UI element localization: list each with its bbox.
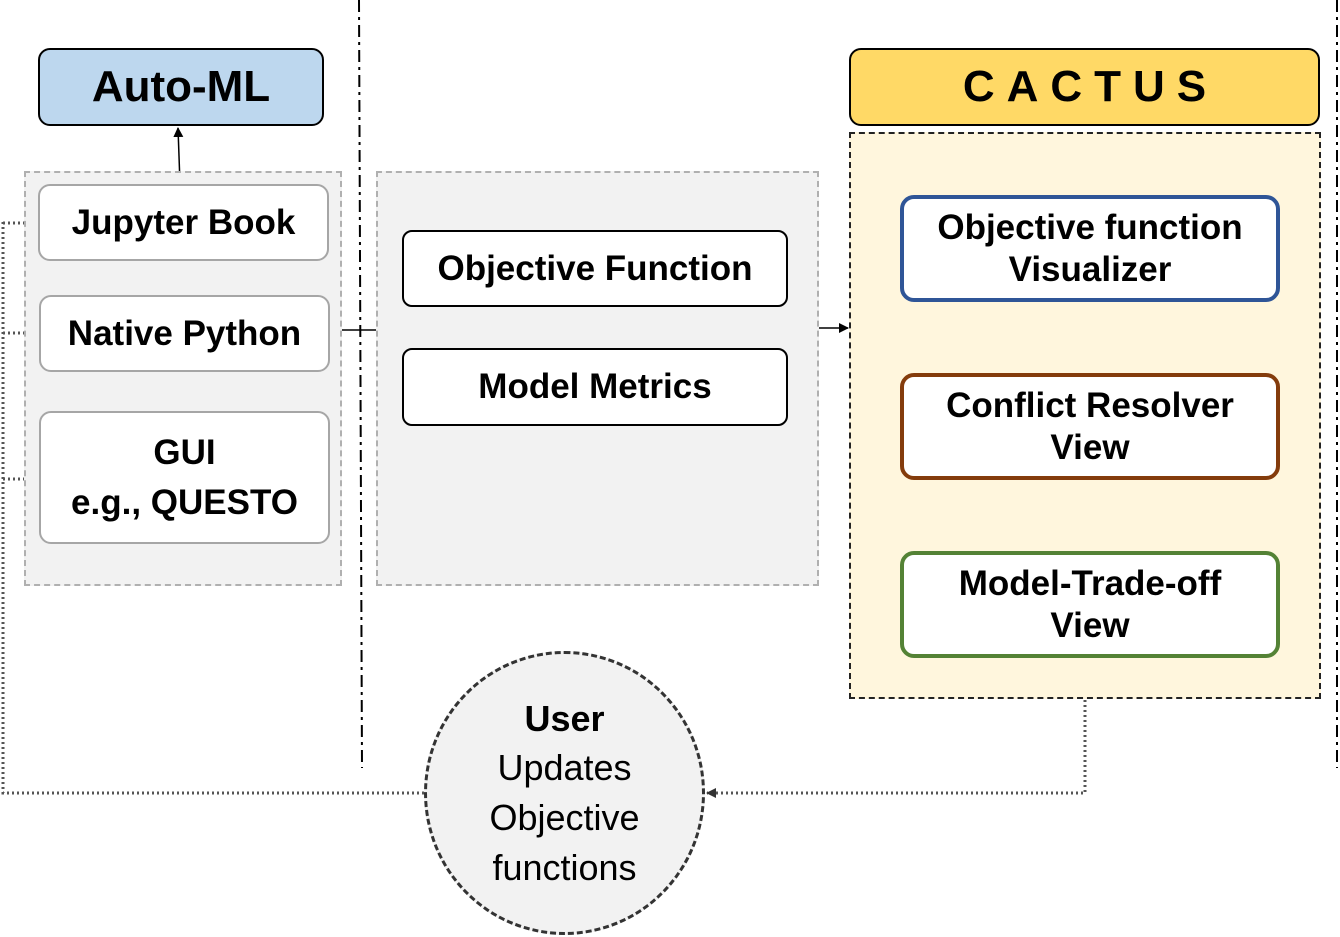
objective-function-box: Objective Function: [402, 230, 788, 307]
automl-header-label: Auto-ML: [91, 61, 271, 111]
automl-header: Auto-ML: [38, 48, 324, 126]
arrow-cactus-to-user: [706, 700, 1087, 798]
cactus-header-label: CACTUS: [962, 61, 1219, 111]
user-node: User Updates Objective functions: [424, 651, 705, 935]
cactus-header: CACTUS: [849, 48, 1320, 126]
objective-visualizer-view: Objective function Visualizer: [900, 195, 1280, 302]
user-line-2: Objective: [489, 797, 640, 838]
model-metrics-box: Model Metrics: [402, 348, 788, 426]
model-tradeoff-view: Model-Trade-off View: [900, 551, 1280, 658]
native-python-label: Native Python: [67, 313, 302, 353]
model-metrics-label: Model Metrics: [478, 367, 712, 406]
feedback-user-to-inputs: [1, 222, 424, 795]
gui-example-label: e.g., QUESTO: [71, 482, 298, 522]
gui-box: GUI e.g., QUESTO: [39, 411, 330, 544]
objective-function-label: Objective Function: [437, 248, 753, 288]
model-tradeoff-label-1: Model-Trade-off: [958, 563, 1222, 603]
conflict-resolver-view: Conflict Resolver View: [900, 373, 1280, 480]
objective-visualizer-label-1: Objective function: [937, 207, 1243, 247]
native-python-box: Native Python: [39, 295, 330, 372]
gui-label: GUI: [153, 432, 216, 472]
conflict-resolver-label-1: Conflict Resolver: [946, 385, 1234, 425]
user-line-1: Updates: [497, 747, 632, 789]
user-line-3: functions: [492, 846, 637, 888]
jupyter-book-label: Jupyter Book: [71, 202, 296, 242]
conflict-resolver-label-2: View: [1050, 427, 1130, 467]
user-title: User: [524, 697, 605, 739]
objective-visualizer-label-2: Visualizer: [1008, 249, 1172, 289]
model-tradeoff-label-2: View: [1050, 605, 1130, 645]
jupyter-book-box: Jupyter Book: [38, 184, 329, 261]
separator-left: [358, 0, 363, 769]
